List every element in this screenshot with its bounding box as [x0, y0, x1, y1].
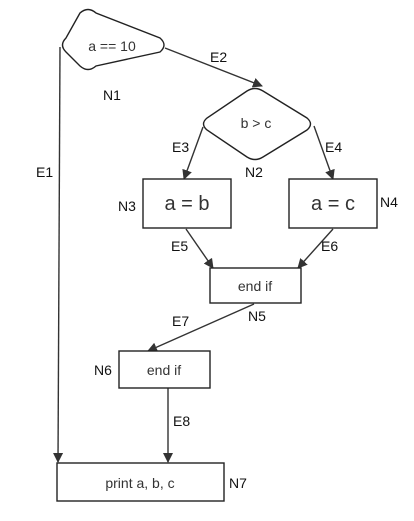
- node-n4-box: [288, 178, 378, 229]
- edge-e5-line: [185, 228, 214, 269]
- edge-e7-label: E7: [172, 313, 189, 329]
- edge-e1-label: E1: [36, 164, 53, 180]
- edge-e3-label: E3: [172, 139, 189, 155]
- edge-e1-line: [53, 46, 64, 463]
- node-n3-box: [142, 178, 232, 229]
- node-n1-text: a == 10: [88, 38, 136, 54]
- node-n5: end if: [209, 267, 302, 304]
- node-n1-label: N1: [103, 87, 121, 103]
- node-n1: a == 10: [61, 8, 165, 71]
- node-n4: a = c: [288, 178, 378, 229]
- edge-e3-line: [182, 126, 204, 180]
- node-n7-text: print a, b, c: [105, 475, 174, 491]
- node-n6-box: [118, 350, 211, 389]
- node-n1-diamond: [61, 8, 165, 71]
- node-n3-label: N3: [118, 198, 136, 214]
- edge-e2-label: E2: [210, 49, 227, 65]
- node-n7-box: [56, 462, 225, 502]
- node-n4-label: N4: [380, 194, 398, 210]
- node-n6: end if: [118, 350, 211, 389]
- edge-e8-label: E8: [173, 413, 190, 429]
- node-n2-text: b > c: [241, 115, 272, 131]
- node-n6-text: end if: [147, 362, 181, 378]
- node-n5-text: end if: [238, 278, 272, 294]
- node-n2-label: N2: [245, 164, 263, 180]
- edge-e2-line: [164, 47, 263, 88]
- node-n4-text: a = c: [311, 193, 355, 215]
- node-n2-diamond: [202, 87, 312, 161]
- node-n7: print a, b, c: [56, 462, 225, 502]
- node-n7-label: N7: [229, 475, 247, 491]
- edge-e7-line: [147, 303, 255, 352]
- edge-e6-line: [297, 228, 334, 269]
- edge-e4-label: E4: [325, 139, 342, 155]
- node-n3: a = b: [142, 178, 232, 229]
- edge-e4-line: [313, 125, 335, 180]
- edge-e6-label: E6: [321, 238, 338, 254]
- edge-e5-label: E5: [171, 238, 188, 254]
- node-n6-label: N6: [94, 362, 112, 378]
- node-n5-box: [209, 267, 302, 304]
- node-n5-label: N5: [248, 308, 266, 324]
- node-n2: b > c: [202, 87, 312, 161]
- node-n3-text: a = b: [164, 193, 209, 215]
